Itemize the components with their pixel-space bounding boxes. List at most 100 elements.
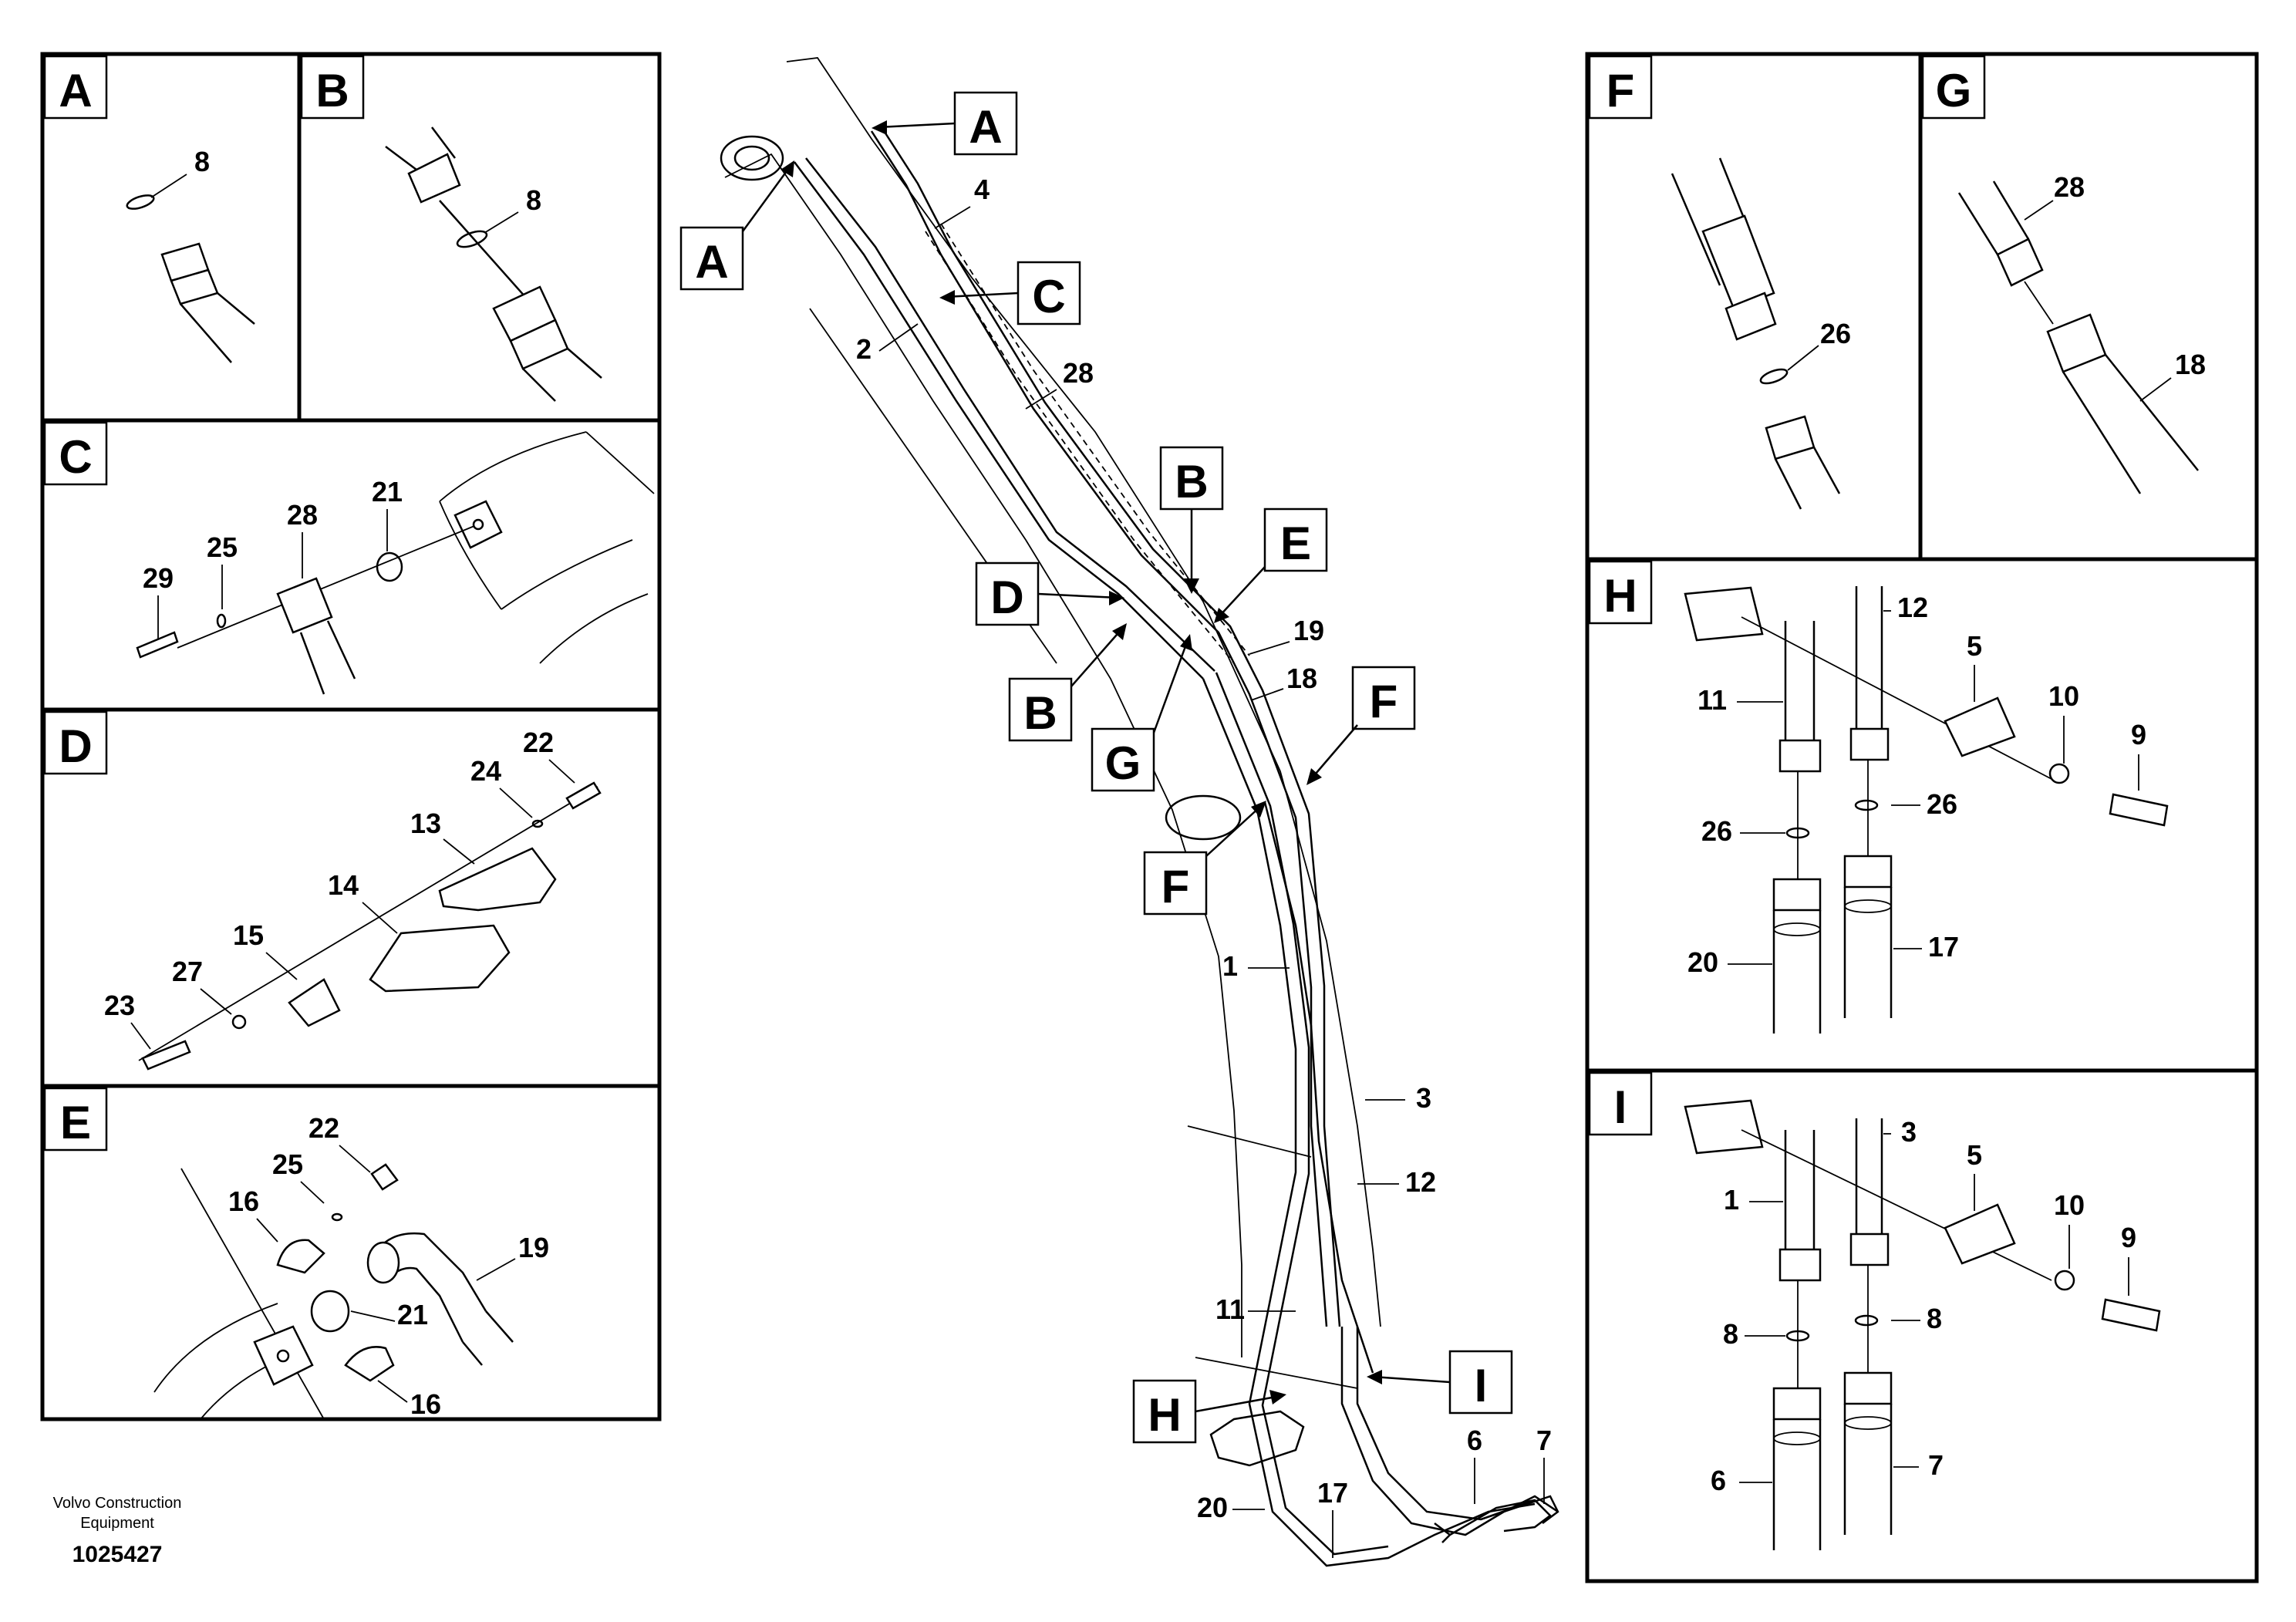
hose-6-i xyxy=(1772,1387,1822,1550)
panel-b-callout-8: 8 xyxy=(526,184,541,216)
panel-i-label: I xyxy=(1614,1081,1627,1133)
clamp-block xyxy=(276,577,333,634)
panel-h-callout-5: 5 xyxy=(1967,630,1982,662)
panel-c-callout-21: 21 xyxy=(372,476,403,508)
bolt-9-h xyxy=(2109,793,2169,827)
panel-d-callout-23: 23 xyxy=(104,990,135,1021)
panel-i-callout-6: 6 xyxy=(1711,1465,1726,1496)
panel-e-label: E xyxy=(60,1097,91,1148)
panel-g-label: G xyxy=(1936,65,1972,116)
marker-d-label: D xyxy=(990,572,1023,623)
panel-f-label-box xyxy=(1588,55,1653,120)
panel-b-label: B xyxy=(315,65,349,116)
panel-e-callout-22: 22 xyxy=(308,1112,339,1144)
main-callout-4: 4 xyxy=(974,174,990,205)
panel-g-callout-18: 18 xyxy=(2175,349,2206,380)
boom-body xyxy=(720,57,1381,1467)
hose-f-lower xyxy=(1765,415,1841,510)
panel-h-callout-12: 12 xyxy=(1897,592,1928,623)
washer-10-h xyxy=(2048,763,2070,784)
o-ring-26-h-right xyxy=(1854,799,1879,811)
panel-h-label: H xyxy=(1603,570,1637,622)
marker-b-lower-label: B xyxy=(1023,687,1057,739)
panel-i-callout-8-left: 8 xyxy=(1723,1318,1738,1350)
hose-1-i xyxy=(1778,1130,1822,1282)
elbow-hose-19 xyxy=(366,1233,514,1366)
washer xyxy=(216,613,227,629)
panel-h-callout-26-right: 26 xyxy=(1927,788,1957,820)
flange-plate xyxy=(453,500,503,549)
panel-c-label-box xyxy=(43,421,108,486)
marker-c-label: C xyxy=(1032,271,1065,322)
panel-i-callout-9: 9 xyxy=(2121,1222,2136,1253)
company-name-line2: Equipment xyxy=(80,1515,154,1532)
main-callout-11: 11 xyxy=(1215,1293,1245,1325)
panel-h-callout-26-left: 26 xyxy=(1701,815,1732,847)
marker-a-upper-label: A xyxy=(969,101,1002,153)
main-callout-7: 7 xyxy=(1536,1425,1552,1456)
panel-a-label-box xyxy=(43,55,108,120)
hose-g-lower xyxy=(2046,313,2199,494)
panel-h: H 12 5 11 10 9 26 26 xyxy=(1588,560,2169,1034)
panel-d: D 22 24 13 14 15 27 23 xyxy=(43,710,602,1071)
panel-h-callout-10: 10 xyxy=(2048,680,2079,712)
panel-a-callout-8: 8 xyxy=(194,146,210,177)
marker-g-label: G xyxy=(1105,737,1141,789)
o-ring xyxy=(376,551,403,582)
panel-b-label-box xyxy=(300,55,365,120)
marker-c: C xyxy=(939,261,1081,325)
main-callout-1: 1 xyxy=(1222,950,1238,982)
panel-i-callout-7: 7 xyxy=(1928,1449,1944,1481)
panel-d-label-box xyxy=(43,710,108,775)
panel-c-callout-29: 29 xyxy=(143,562,174,594)
hose-3-i xyxy=(1849,1118,1890,1266)
marker-a-upper: A xyxy=(872,91,1018,156)
marker-a-lower: A xyxy=(679,160,794,291)
main-boom-view: A A C B E D B xyxy=(679,57,1559,1567)
hose-11-h xyxy=(1778,621,1822,773)
panel-i: I 3 5 1 10 9 8 8 xyxy=(1588,1071,2161,1550)
panel-c-callout-25: 25 xyxy=(207,531,238,563)
washer-10-i xyxy=(2054,1270,2075,1291)
marker-f-left-label: F xyxy=(1161,861,1190,912)
bolt-9-i xyxy=(2101,1298,2161,1332)
washer-27 xyxy=(231,1014,247,1030)
marker-e: E xyxy=(1214,508,1328,623)
panel-a: A 8 xyxy=(43,55,255,363)
clamp-block-i xyxy=(1684,1099,1764,1155)
main-callout-20: 20 xyxy=(1197,1492,1228,1523)
main-callout-19: 19 xyxy=(1293,615,1324,646)
hose-20-h xyxy=(1772,878,1822,1034)
panel-e-callout-19: 19 xyxy=(518,1232,549,1263)
main-callout-6: 6 xyxy=(1467,1425,1482,1456)
bolt-22 xyxy=(565,781,602,810)
hose-7-i xyxy=(1843,1371,1893,1535)
clamp-16-lower xyxy=(344,1346,395,1382)
panel-i-callout-1: 1 xyxy=(1724,1184,1739,1216)
panel-i-callout-10: 10 xyxy=(2054,1189,2085,1221)
main-callout-12: 12 xyxy=(1405,1166,1436,1198)
o-ring xyxy=(456,230,488,248)
panel-d-callout-14: 14 xyxy=(328,869,359,901)
panel-i-callout-8-right: 8 xyxy=(1927,1303,1942,1334)
hose-fitting-b-upper xyxy=(385,126,533,305)
marker-g: G xyxy=(1091,634,1192,792)
marker-b-lower: B xyxy=(1008,623,1127,742)
hose-fitting-b-lower xyxy=(492,285,602,402)
hose-fitting-a xyxy=(160,242,255,363)
panel-g-callout-28: 28 xyxy=(2054,171,2085,203)
panel-i-callout-5: 5 xyxy=(1967,1139,1982,1171)
main-callout-3: 3 xyxy=(1416,1082,1431,1114)
clamp-14 xyxy=(369,924,511,993)
main-callout-17: 17 xyxy=(1317,1477,1348,1509)
o-ring-8-i-right xyxy=(1854,1314,1879,1327)
o-ring xyxy=(126,194,155,210)
detail-panel-frames xyxy=(40,52,2259,1583)
main-callout-2: 2 xyxy=(856,333,872,365)
clamp-5-i xyxy=(1944,1203,2016,1265)
marker-i-label: I xyxy=(1475,1360,1488,1411)
marker-f-right: F xyxy=(1306,666,1416,785)
panel-c: C 29 25 28 21 xyxy=(43,421,655,695)
clamp-block-h xyxy=(1684,586,1764,642)
